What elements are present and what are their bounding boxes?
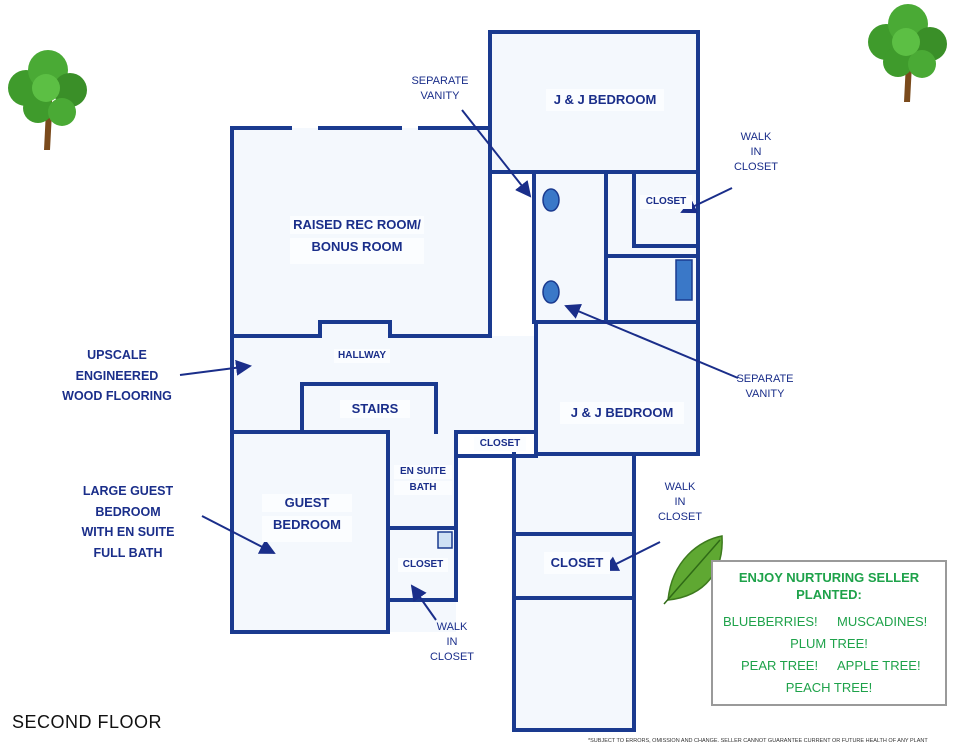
fixtures [437, 188, 693, 549]
plant-apple: APPLE TREE! [837, 658, 921, 673]
plant-box-title: ENJOY NURTURING SELLER PLANTED: [713, 570, 945, 604]
label-en-suite-line2: BATH [394, 481, 452, 495]
label-closet-guest: CLOSET [398, 558, 448, 572]
callout-text: WALK [740, 131, 772, 143]
callout-text: SEPARATE [411, 75, 469, 87]
plant-muscadines: MUSCADINES! [837, 614, 928, 629]
arrow-guest [201, 515, 276, 554]
plant-plum: PLUM TREE! [790, 636, 868, 651]
callout-text: WITH EN SUITE [81, 525, 175, 540]
callout-flooring: UPSCALE ENGINEERED WOOD FLOORING [54, 345, 180, 407]
plant-title-line2: PLANTED: [796, 586, 862, 602]
callout-text: WALK [664, 481, 696, 493]
disclaimer: *SUBJECT TO ERRORS, OMISSION AND CHANGE.… [588, 738, 928, 744]
arrow-walk-in-mid [602, 541, 661, 571]
plant-info-box: ENJOY NURTURING SELLER PLANTED: BLUEBERR… [711, 560, 947, 706]
callout-separate-vanity-mid: SEPARATE VANITY [730, 372, 800, 402]
label-guest-line2: BEDROOM [262, 516, 352, 542]
callout-arrows [179, 109, 739, 621]
leaf-icon [663, 535, 723, 605]
label-rec-room-line2: BONUS ROOM [290, 238, 424, 264]
callout-text: FULL BATH [93, 545, 163, 560]
arrow-separate-vanity-mid [564, 304, 739, 379]
callout-text: UPSCALE [87, 348, 147, 362]
bathtub-icon [675, 259, 693, 301]
label-closet-mid: CLOSET [474, 437, 526, 451]
label-hallway: HALLWAY [334, 349, 390, 363]
tree-icon-right [868, 4, 947, 102]
callout-walk-in-mid: WALK IN CLOSET [652, 480, 708, 525]
sink-icon-bottom [542, 280, 560, 304]
label-stairs: STAIRS [340, 400, 410, 418]
callout-text: LARGE GUEST [82, 484, 174, 498]
callout-walk-in-bottom: WALK IN CLOSET [424, 620, 480, 665]
callout-text: IN [674, 495, 686, 508]
callout-text: CLOSET [657, 510, 702, 523]
callout-text: CLOSET [429, 650, 474, 663]
arrow-walk-in-bottom [410, 584, 437, 621]
callout-text: WALK [436, 621, 468, 633]
arrow-separate-vanity-top [461, 109, 532, 198]
label-jj-bedroom-top: J & J BEDROOM [546, 89, 664, 111]
label-jj-bedroom-mid: J & J BEDROOM [560, 402, 684, 424]
callout-guest: LARGE GUEST BEDROOM WITH EN SUITE FULL B… [70, 481, 186, 564]
label-guest-line1: GUEST [262, 494, 352, 512]
callout-text: WOOD FLOORING [62, 389, 172, 404]
plant-pear: PEAR TREE! [741, 658, 819, 673]
plant-title-line1: ENJOY NURTURING SELLER [738, 570, 920, 585]
plant-peach: PEACH TREE! [785, 680, 873, 695]
label-closet-lower: CLOSET [544, 552, 610, 574]
callout-text: SEPARATE [736, 373, 794, 385]
callout-walk-in-top: WALK IN CLOSET [728, 130, 784, 175]
label-closet-top-right: CLOSET [640, 195, 692, 209]
shower-icon [437, 531, 453, 549]
tree-icon-left [8, 50, 87, 150]
callout-text: CLOSET [733, 160, 778, 173]
callout-text: IN [446, 635, 458, 648]
sink-icon-top [542, 188, 560, 212]
callout-text: ENGINEERED [75, 368, 159, 383]
callout-text: IN [750, 145, 762, 158]
callout-text: BEDROOM [95, 504, 161, 519]
callout-separate-vanity-top: SEPARATE VANITY [405, 74, 475, 104]
arrow-flooring [179, 359, 252, 376]
plant-blueberries: BLUEBERRIES! [723, 614, 818, 629]
walls [230, 30, 700, 732]
label-en-suite-line1: EN SUITE [394, 465, 452, 479]
floor-title: SECOND FLOOR [12, 712, 163, 732]
label-rec-room-line1: RAISED REC ROOM/ [290, 216, 424, 234]
callout-text: VANITY [745, 387, 785, 400]
callout-text: VANITY [420, 89, 460, 102]
